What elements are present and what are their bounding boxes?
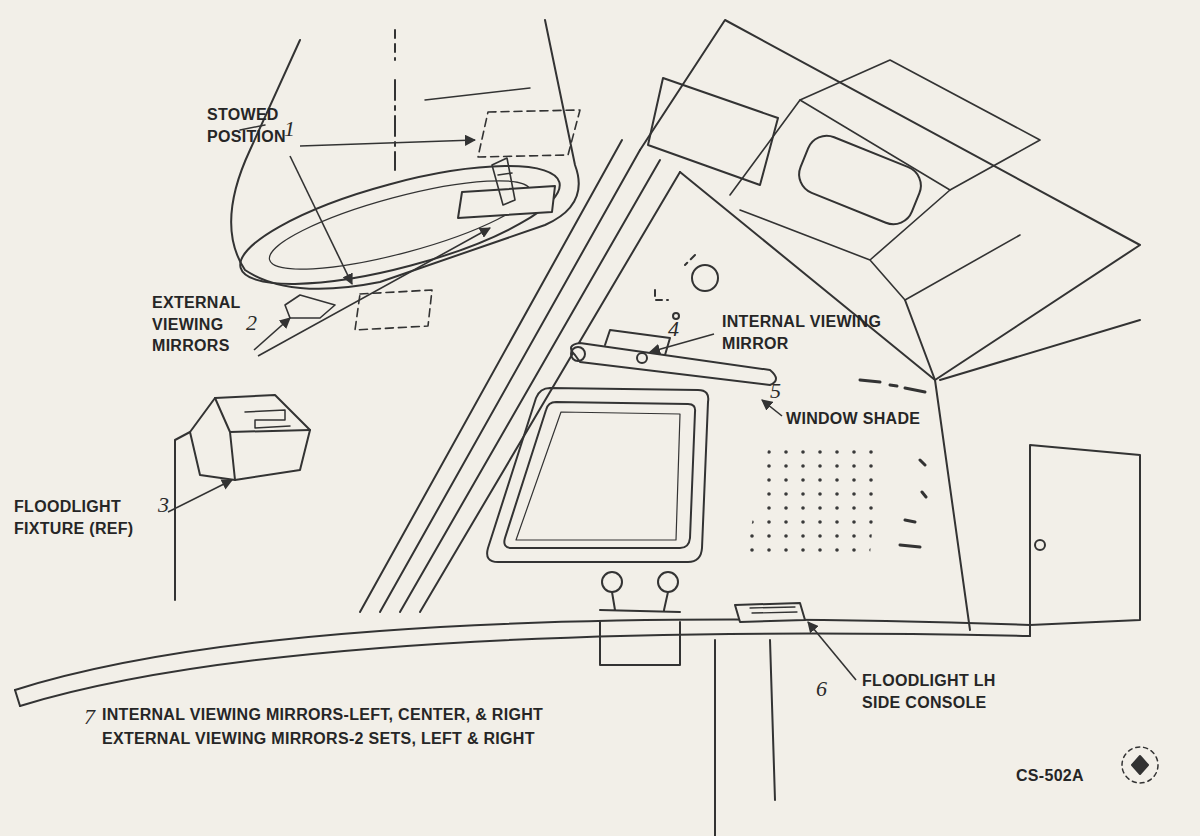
- note-text: EXTERNAL VIEWING MIRRORS-2 SETS, LEFT & …: [102, 728, 535, 750]
- hatch-window: [230, 142, 570, 309]
- callout-number: 7: [84, 706, 95, 728]
- callout-number: 1: [284, 118, 295, 140]
- leader-lines: [168, 140, 856, 680]
- stowed-outline: [478, 110, 580, 157]
- side-window: [487, 388, 708, 562]
- callout-number: 5: [770, 380, 781, 402]
- hatch-tunnel: [231, 20, 579, 289]
- part-label: EXTERNAL VIEWING MIRRORS: [152, 292, 244, 357]
- floodlight-fixture: [190, 395, 310, 480]
- figure-number: CS-502A: [1016, 765, 1084, 787]
- part-label: STOWED POSITION: [207, 104, 293, 147]
- part-label: WINDOW SHADE: [786, 408, 920, 430]
- callout-number: 4: [668, 318, 679, 340]
- callout-number: 3: [158, 494, 169, 516]
- part-label: FLOODLIGHT LH SIDE CONSOLE: [862, 670, 1012, 713]
- part-label: FLOODLIGHT FIXTURE (REF): [14, 496, 164, 539]
- part-label: INTERNAL VIEWING MIRROR: [722, 311, 902, 354]
- note-text: INTERNAL VIEWING MIRRORS-LEFT, CENTER, &…: [102, 704, 543, 726]
- callout-number: 2: [246, 312, 257, 334]
- callout-number: 6: [816, 678, 827, 700]
